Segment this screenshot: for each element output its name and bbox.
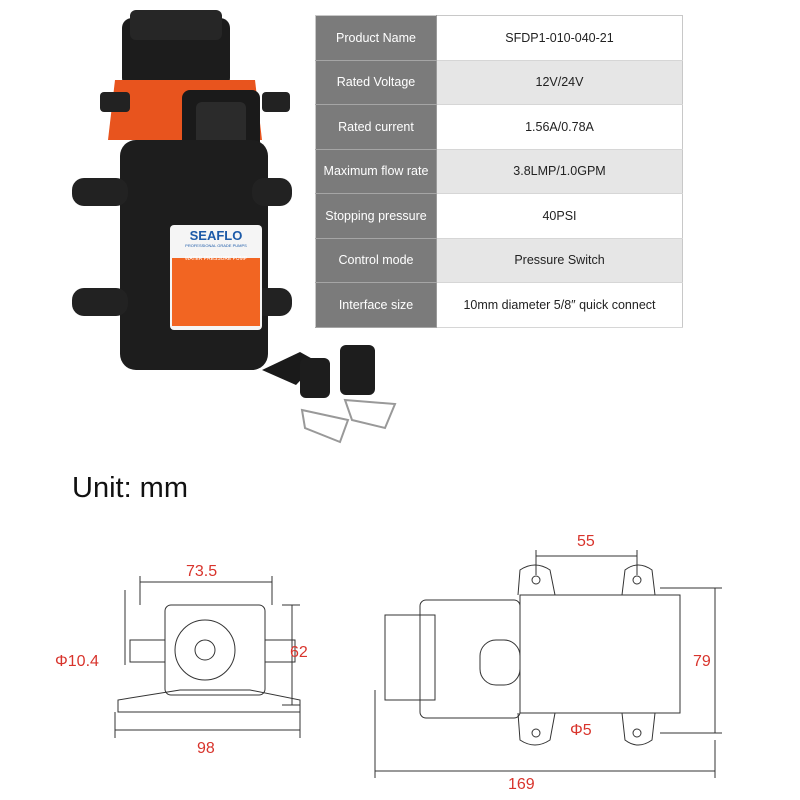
hole-diameter-label: Φ5 [570, 722, 592, 739]
length-label: 169 [508, 776, 535, 793]
spec-value: Pressure Switch [436, 238, 683, 283]
product-label: SEAFLO PROFESSIONAL GRADE PUMPS WATER PR… [172, 228, 260, 262]
spec-label: Stopping pressure [315, 193, 437, 239]
side-height-label: 79 [693, 653, 711, 670]
spec-value: 12V/24V [436, 60, 683, 105]
front-view-drawing [114, 576, 301, 738]
front-height-label: 62 [290, 644, 308, 661]
base-width-label: 98 [197, 740, 215, 757]
spec-label: Maximum flow rate [315, 149, 437, 194]
spec-label: Product Name [315, 15, 437, 61]
pump-photo [72, 10, 397, 444]
hole-spacing-label: 55 [577, 533, 595, 550]
spec-label: Rated Voltage [315, 60, 437, 105]
spec-value: SFDP1-010-040-21 [436, 15, 683, 61]
spec-label: Interface size [315, 282, 437, 328]
spec-label: Rated current [315, 104, 437, 150]
unit-title: Unit: mm [72, 472, 188, 504]
side-view-drawing [374, 550, 722, 778]
front-width-label: 73.5 [186, 563, 218, 580]
spec-value: 3.8LMP/1.0GPM [436, 149, 683, 194]
spec-value: 1.56A/0.78A [436, 104, 683, 150]
brand-logo: SEAFLO [189, 228, 243, 243]
spec-value: 10mm diameter 5/8″ quick connect [436, 282, 683, 328]
label-title: WATER PRESSURE PUMP [184, 256, 248, 262]
brand-tagline: PROFESSIONAL GRADE PUMPS [185, 243, 247, 248]
spec-value: 40PSI [436, 193, 683, 239]
port-diameter-label: Φ10.4 [55, 653, 99, 670]
spec-label: Control mode [315, 238, 437, 283]
